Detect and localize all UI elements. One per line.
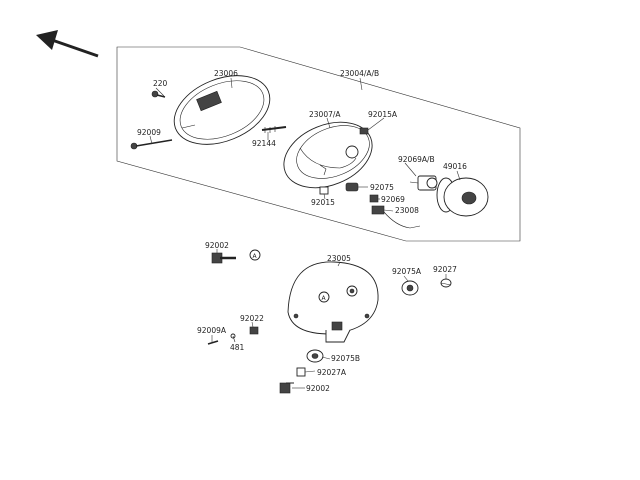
label-92002-lower: 92002	[306, 384, 330, 393]
label-92069AB: 92069A/B	[398, 155, 435, 164]
grommet-92075A	[401, 280, 419, 296]
part-481	[230, 333, 236, 343]
leader-lines	[149, 77, 461, 389]
headlight-unit	[283, 121, 373, 189]
label-92027: 92027	[433, 265, 457, 274]
label-49016: 49016	[443, 162, 467, 171]
label-92015A: 92015A	[368, 110, 398, 119]
bolt-92002-upper	[211, 252, 236, 264]
reference-marker-a-1: A	[249, 249, 261, 261]
dust-cover	[436, 177, 489, 217]
svg-text:A: A	[253, 253, 258, 260]
bulb	[409, 175, 438, 191]
headlight-rim	[173, 75, 271, 145]
assembly-frame	[116, 46, 521, 242]
label-92069: 92069	[381, 195, 405, 204]
collar-92027	[440, 278, 452, 288]
label-92075A: 92075A	[392, 267, 422, 276]
grommet-92075B	[306, 349, 324, 363]
bulb-92069	[369, 194, 379, 203]
reference-marker-a-2: A	[318, 291, 330, 303]
clip-92015A	[359, 127, 369, 135]
label-23005: 23005	[327, 254, 351, 263]
label-92009A: 92009A	[197, 326, 227, 335]
washer-92022	[249, 326, 259, 335]
label-92144: 92144	[252, 139, 276, 148]
screw-92009	[130, 139, 173, 150]
screw-92009A	[207, 340, 219, 345]
screw-92144	[261, 126, 287, 133]
label-23004: 23004/A/B	[340, 69, 379, 78]
label-220: 220	[153, 79, 168, 88]
label-23006: 23006	[214, 69, 238, 78]
headlight-housing	[287, 261, 379, 343]
label-23007: 23007/A	[309, 110, 341, 119]
label-481: 481	[230, 343, 245, 352]
grommet-92075	[345, 182, 359, 192]
label-92015: 92015	[311, 198, 335, 207]
collar-92027A	[296, 367, 306, 377]
label-92022: 92022	[240, 314, 264, 323]
label-92075: 92075	[370, 183, 394, 192]
label-92002-upper: 92002	[205, 241, 229, 250]
label-92027A: 92027A	[317, 368, 347, 377]
screw-220	[151, 90, 166, 98]
front-direction-arrow-icon	[36, 30, 99, 58]
clip-92015	[319, 186, 329, 195]
label-23008: 23008	[395, 206, 419, 215]
svg-text:A: A	[322, 295, 327, 302]
bolt-92002-lower	[279, 382, 294, 394]
label-92075B: 92075B	[331, 354, 360, 363]
label-92009: 92009	[137, 128, 161, 137]
